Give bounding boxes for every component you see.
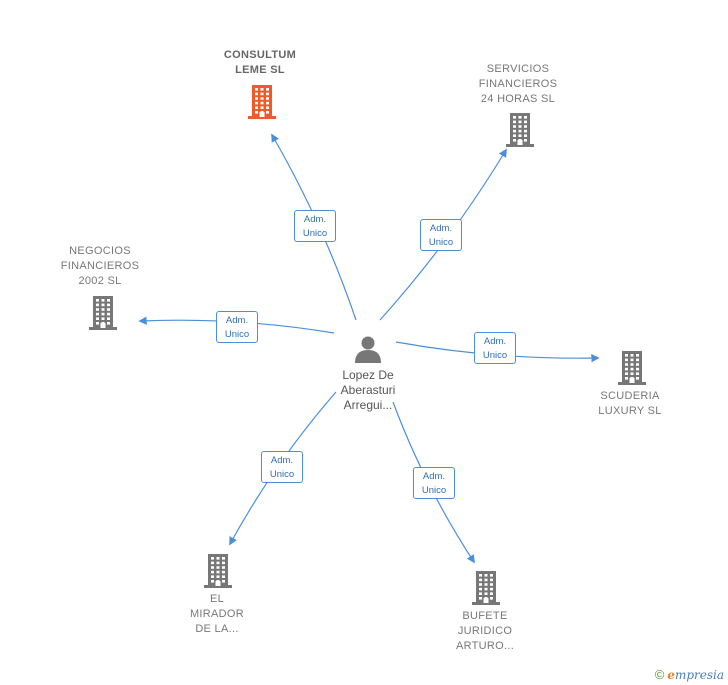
role-badge: Adm. Unico xyxy=(474,332,516,364)
footer-brand: ©empresia xyxy=(655,667,724,682)
role-badge: Adm. Unico xyxy=(413,467,455,499)
building-icon[interactable] xyxy=(470,570,502,611)
person-icon[interactable] xyxy=(353,334,383,364)
brand-logo[interactable]: empresia xyxy=(667,668,724,682)
company-label-bufete[interactable]: BUFETE JURIDICO ARTURO... xyxy=(455,610,515,652)
role-badge: Adm. Unico xyxy=(261,451,303,483)
company-label-negocios[interactable]: NEGOCIOS FINANCIEROS 2002 SL xyxy=(60,245,140,287)
building-icon[interactable] xyxy=(87,295,119,336)
company-label-servicios[interactable]: SERVICIOS FINANCIEROS 24 HORAS SL xyxy=(478,63,558,105)
building-icon[interactable] xyxy=(202,553,234,594)
copyright-symbol: © xyxy=(654,667,665,682)
building-icon[interactable] xyxy=(504,112,536,153)
role-badge: Adm. Unico xyxy=(294,210,336,242)
building-icon[interactable] xyxy=(246,84,278,125)
person-label[interactable]: Lopez De Aberasturi Arregui... xyxy=(340,368,396,412)
role-badge: Adm. Unico xyxy=(420,219,462,251)
company-label-scuderia[interactable]: SCUDERIA LUXURY SL xyxy=(598,390,662,417)
company-label-consultum[interactable]: CONSULTUM LEME SL xyxy=(223,49,297,76)
company-label-mirador[interactable]: EL MIRADOR DE LA... xyxy=(189,593,245,635)
building-icon[interactable] xyxy=(616,350,648,391)
role-badge: Adm. Unico xyxy=(216,311,258,343)
